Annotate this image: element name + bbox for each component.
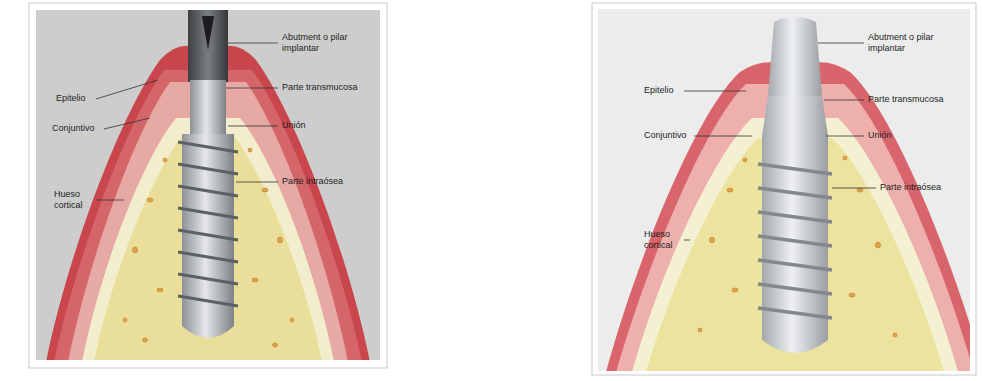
- part-label: Parte intraósea: [880, 182, 941, 193]
- part-label: Hueso cortical: [54, 189, 94, 211]
- part-label: Abutment o pilar implantar: [868, 32, 940, 54]
- right-picture: [598, 9, 970, 371]
- part-label: Epitelio: [56, 93, 86, 104]
- part-label: Parte transmucosa: [868, 94, 944, 105]
- left-picture: [36, 10, 380, 360]
- part-label: Abutment o pilar implantar: [282, 32, 354, 54]
- part-label: Conjuntivo: [644, 130, 687, 141]
- part-label: Epitelio: [644, 85, 674, 96]
- part-label: Unión: [282, 120, 306, 131]
- part-label: Conjuntivo: [52, 123, 95, 134]
- part-label: Hueso cortical: [644, 229, 684, 251]
- part-label: Parte intraósea: [282, 176, 343, 187]
- part-label: Unión: [868, 130, 892, 141]
- part-label: Parte transmucosa: [282, 82, 358, 93]
